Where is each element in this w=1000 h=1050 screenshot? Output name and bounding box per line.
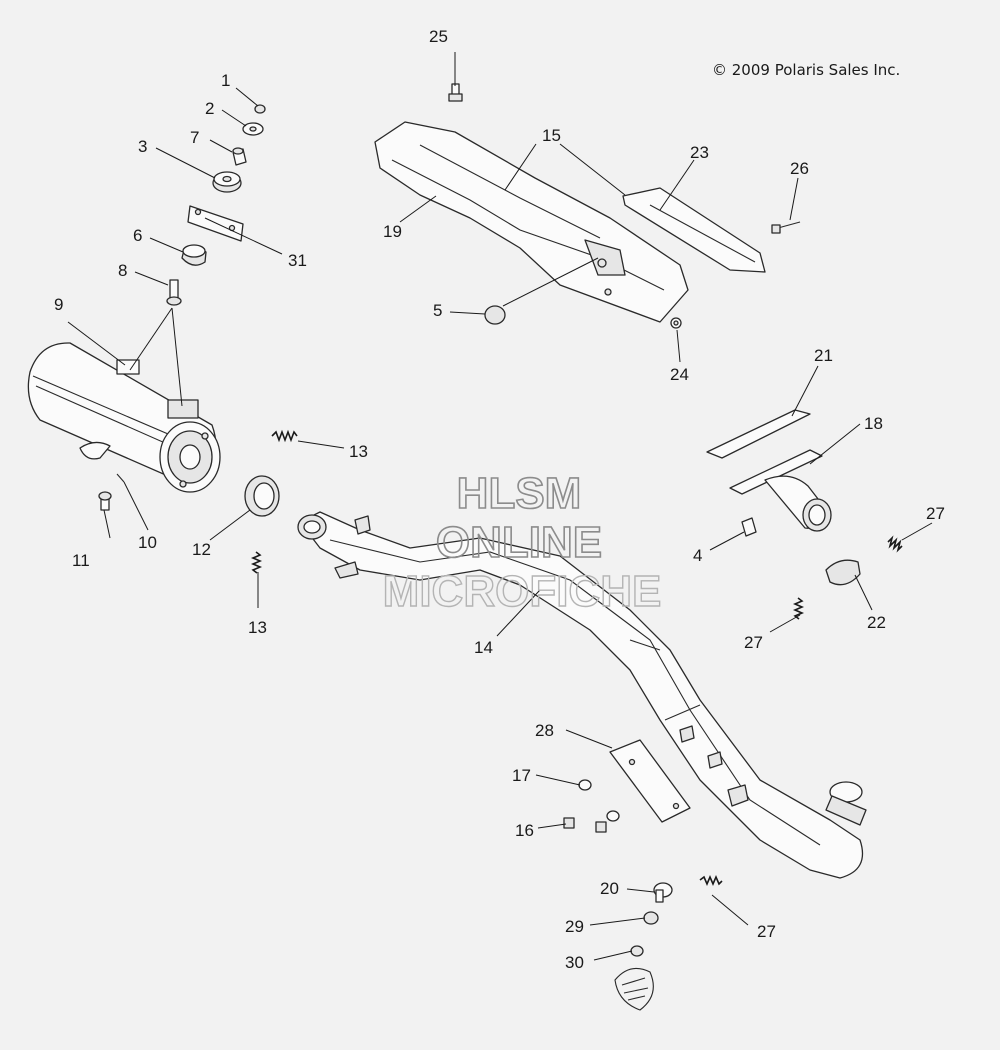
part-27-spring-mid[interactable]: [792, 597, 805, 620]
callout-24[interactable]: 24: [670, 365, 689, 384]
part-12-gasket[interactable]: [244, 475, 280, 517]
callout-numbers: 25 1 2 7 3 6 31 8 9 11 10 12 13 13 14 15…: [54, 27, 945, 972]
part-22-seal[interactable]: [825, 559, 861, 586]
callout-23[interactable]: 23: [690, 143, 709, 162]
watermark-line-3: MICROFICHE: [383, 567, 662, 616]
part-16-bolt[interactable]: [563, 817, 607, 833]
callout-27-right[interactable]: 27: [926, 504, 945, 523]
callout-5[interactable]: 5: [433, 301, 442, 320]
callout-18[interactable]: 18: [864, 414, 883, 433]
callout-14[interactable]: 14: [474, 638, 493, 657]
callout-19[interactable]: 19: [383, 222, 402, 241]
part-17-washer[interactable]: [578, 779, 620, 822]
part-9-muffler[interactable]: [27, 342, 221, 493]
part-14-head-pipe[interactable]: [297, 511, 867, 879]
callout-21[interactable]: 21: [814, 346, 833, 365]
part-28-pipe-shield[interactable]: [609, 739, 691, 823]
part-31-bracket[interactable]: [187, 205, 244, 242]
part-29-nut[interactable]: [643, 911, 659, 925]
part-26-rivet[interactable]: [771, 221, 801, 234]
part-2-washer[interactable]: [242, 122, 264, 136]
callout-29[interactable]: 29: [565, 917, 584, 936]
callout-12[interactable]: 12: [192, 540, 211, 559]
part-13-spring-lower[interactable]: [250, 551, 263, 574]
callout-7[interactable]: 7: [190, 128, 199, 147]
watermark: HLSM ONLINE MICROFICHE: [382, 468, 662, 617]
callout-4[interactable]: 4: [693, 546, 702, 565]
callout-17[interactable]: 17: [512, 766, 531, 785]
part-10-pin[interactable]: [116, 473, 125, 483]
part-21-gasket[interactable]: [706, 409, 811, 459]
part-8-bolt[interactable]: [166, 279, 182, 306]
callout-27-lower[interactable]: 27: [757, 922, 776, 941]
callout-30[interactable]: 30: [565, 953, 584, 972]
callout-13-lower[interactable]: 13: [248, 618, 267, 637]
watermark-line-2: ONLINE: [436, 518, 602, 567]
leader-lines: [67, 52, 933, 961]
spark-arrestor-detail: [614, 967, 654, 1011]
part-5-plug[interactable]: [484, 305, 506, 325]
part-1-nut[interactable]: [254, 104, 266, 114]
callout-2[interactable]: 2: [205, 99, 214, 118]
callout-28[interactable]: 28: [535, 721, 554, 740]
callout-6[interactable]: 6: [133, 226, 142, 245]
callout-10[interactable]: 10: [138, 533, 157, 552]
callout-11[interactable]: 11: [72, 551, 90, 570]
part-25-bolt[interactable]: [448, 83, 463, 102]
part-6-grommet[interactable]: [181, 244, 207, 266]
part-24-washer[interactable]: [670, 317, 682, 329]
part-3-grommet[interactable]: [212, 171, 242, 193]
copyright-text: © 2009 Polaris Sales Inc.: [712, 61, 900, 79]
callout-9[interactable]: 9: [54, 295, 63, 314]
part-4-stud[interactable]: [741, 517, 757, 537]
callout-22[interactable]: 22: [867, 613, 886, 632]
part-27-spring-lower[interactable]: [699, 874, 723, 887]
callout-31[interactable]: 31: [288, 251, 307, 270]
callout-13-upper[interactable]: 13: [349, 442, 368, 461]
callout-20[interactable]: 20: [600, 879, 619, 898]
callout-8[interactable]: 8: [118, 261, 127, 280]
callout-3[interactable]: 3: [138, 137, 147, 156]
part-19-heat-shield[interactable]: [374, 121, 689, 323]
part-13-spring-upper[interactable]: [271, 429, 298, 443]
part-18-header-flange[interactable]: [729, 449, 832, 532]
part-20-fastener[interactable]: [653, 882, 673, 903]
part-23-inner-shield[interactable]: [622, 187, 766, 273]
callout-26[interactable]: 26: [790, 159, 809, 178]
callout-16[interactable]: 16: [515, 821, 534, 840]
watermark-line-1: HLSM: [457, 469, 582, 518]
callout-27-mid[interactable]: 27: [744, 633, 763, 652]
callout-25[interactable]: 25: [429, 27, 448, 46]
part-30-nut[interactable]: [630, 945, 644, 957]
callout-1[interactable]: 1: [221, 71, 230, 90]
callout-15[interactable]: 15: [542, 126, 561, 145]
part-7-bushing[interactable]: [232, 147, 247, 166]
part-27-spring-right[interactable]: [887, 535, 903, 553]
part-11-bolt[interactable]: [98, 491, 112, 511]
